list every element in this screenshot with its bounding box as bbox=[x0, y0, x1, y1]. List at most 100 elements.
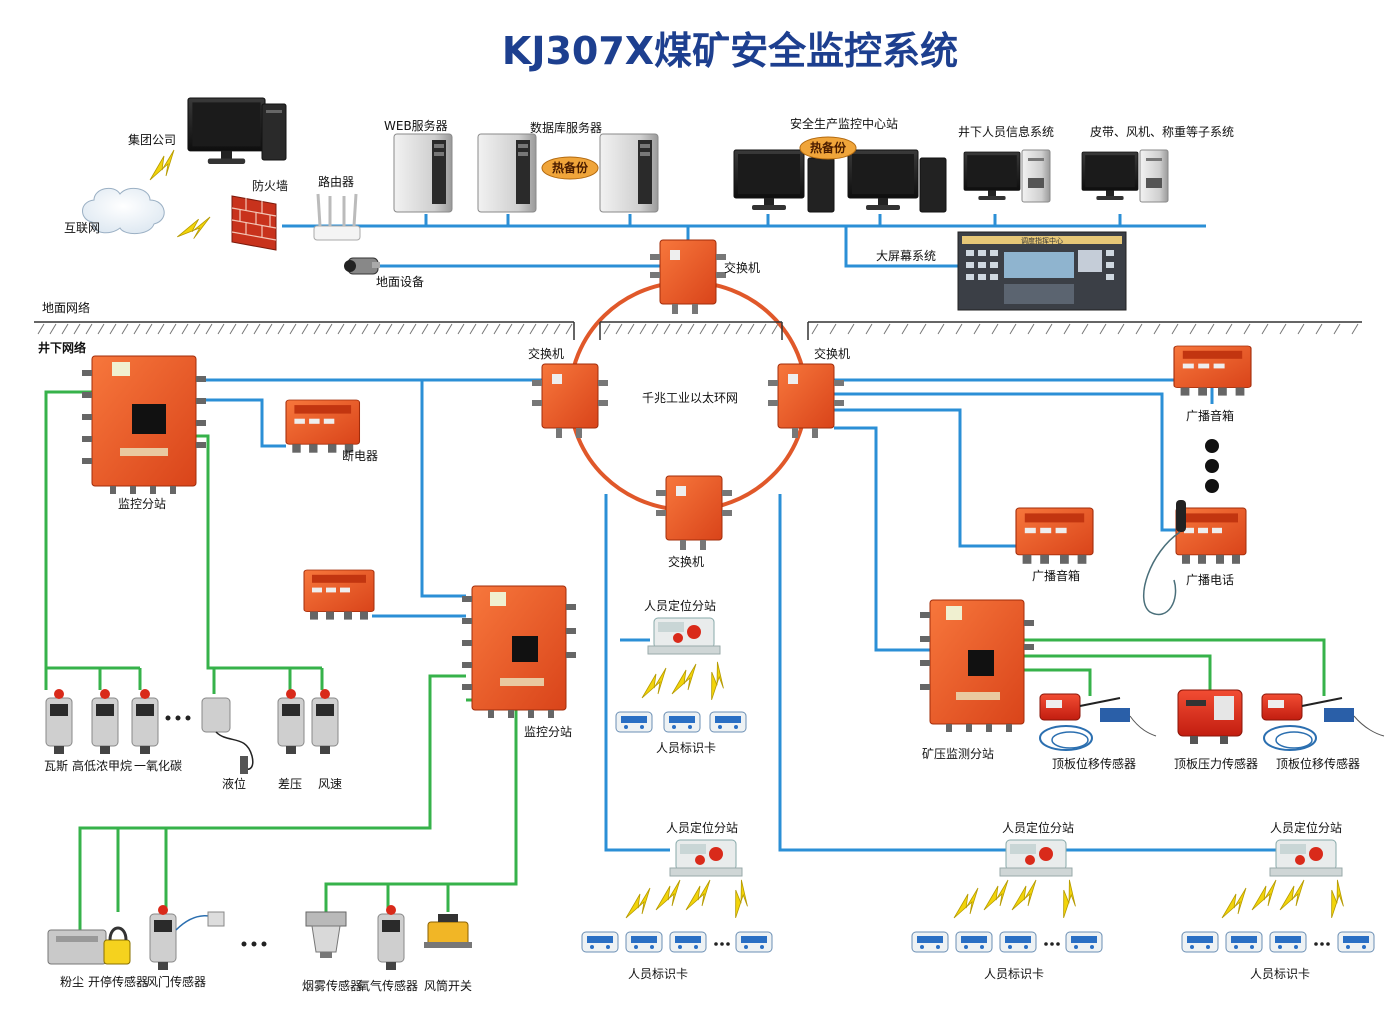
personnel-station-1 bbox=[615, 617, 747, 733]
big-screen-header: 调度指挥中心 bbox=[1021, 236, 1063, 245]
firewall-icon bbox=[231, 195, 277, 251]
router-label: 路由器 bbox=[318, 174, 354, 189]
roof-displacement-sensor-2 bbox=[1261, 693, 1385, 751]
hot-backup-badge-2: 热备份 bbox=[799, 136, 857, 160]
open-stop-sensor bbox=[103, 926, 131, 965]
subsystems-pc bbox=[1081, 149, 1169, 203]
breaker-label: 断电器 bbox=[342, 448, 378, 463]
switch-right-label: 交换机 bbox=[814, 346, 850, 361]
smoke-sensor bbox=[305, 911, 347, 958]
broadcast-box-1-label: 广播音箱 bbox=[1186, 408, 1234, 423]
control-center-label: 安全生产监控中心站 bbox=[790, 116, 898, 131]
personnel-card-2-label: 人员标识卡 bbox=[628, 967, 688, 981]
personnel-system-label: 井下人员信息系统 bbox=[958, 124, 1054, 139]
monitoring-substation-2 bbox=[462, 585, 576, 718]
personnel-card-1-label: 人员标识卡 bbox=[656, 741, 716, 755]
duct-switch bbox=[424, 914, 472, 948]
db-server-icon-1 bbox=[477, 133, 537, 213]
sensor-row-2 bbox=[47, 904, 472, 971]
broadcast-phone bbox=[1142, 500, 1247, 616]
svg-text:风速: 风速 bbox=[318, 777, 342, 791]
underground-network-label: 井下网络 bbox=[38, 340, 86, 355]
internet-link-bolt bbox=[149, 149, 175, 181]
underground-green-lines bbox=[44, 390, 1326, 930]
air-door-sensor bbox=[149, 904, 225, 971]
surface-network-label: 地面网络 bbox=[42, 300, 90, 315]
svg-text:开停传感器: 开停传感器 bbox=[88, 974, 148, 989]
page-title: KJ307X煤矿安全监控系统 bbox=[502, 29, 958, 73]
personnel-card-3-label: 人员标识卡 bbox=[984, 967, 1044, 981]
personnel-station-3-label: 人员定位分站 bbox=[1002, 820, 1074, 835]
boundary-hatch bbox=[37, 323, 1359, 335]
roof-pressure-sensor bbox=[1177, 689, 1243, 744]
db-server-icon-2 bbox=[599, 133, 659, 213]
personnel-card-4-label: 人员标识卡 bbox=[1250, 967, 1310, 981]
web-server-label: WEB服务器 bbox=[384, 118, 448, 133]
router-icon bbox=[313, 193, 361, 241]
more-dots bbox=[1205, 439, 1219, 493]
switch-right bbox=[768, 363, 844, 438]
broadcast-box-2 bbox=[1015, 507, 1094, 565]
svg-text:一氧化碳: 一氧化碳 bbox=[134, 759, 182, 773]
svg-text:风筒开关: 风筒开关 bbox=[424, 978, 472, 993]
big-screen-icon: 调度指挥中心 bbox=[957, 231, 1127, 311]
broadcast-phone-label: 广播电话 bbox=[1186, 573, 1234, 587]
svg-text:液位: 液位 bbox=[222, 776, 246, 791]
switch-left-label: 交换机 bbox=[528, 346, 564, 361]
control-center-pc-2 bbox=[847, 149, 947, 213]
surface-backbone bbox=[282, 214, 1206, 268]
svg-text:高低浓甲烷: 高低浓甲烷 bbox=[72, 758, 132, 773]
svg-text:烟雾传感器: 烟雾传感器 bbox=[302, 978, 362, 993]
svg-text:瓦斯: 瓦斯 bbox=[44, 759, 68, 773]
network-boundary bbox=[34, 321, 1362, 340]
switch-left bbox=[532, 363, 608, 438]
personnel-station-3 bbox=[911, 839, 1103, 953]
sensor-row-2-labels: 粉尘 开停传感器 风门传感器 烟雾传感器 氧气传感器 风筒开关 bbox=[60, 974, 472, 993]
pressure-substation-label: 矿压监测分站 bbox=[922, 747, 994, 761]
internet-label: 互联网 bbox=[64, 221, 100, 235]
control-center-pc-1 bbox=[733, 149, 835, 213]
underground-blue-lines bbox=[196, 378, 1276, 852]
personnel-station-2 bbox=[581, 839, 773, 953]
ring-label: 千兆工业以太环网 bbox=[642, 390, 738, 405]
breaker-icon bbox=[285, 399, 361, 454]
firewall-label: 防火墙 bbox=[252, 178, 288, 193]
personnel-station-2-label: 人员定位分站 bbox=[666, 820, 738, 835]
sensor-row-1-labels: 瓦斯 高低浓甲烷 一氧化碳 液位 差压 风速 bbox=[44, 758, 342, 791]
substation-2-label: 监控分站 bbox=[524, 725, 572, 739]
liquid-level-sensor bbox=[201, 697, 254, 774]
firewall-link-bolt bbox=[176, 208, 211, 246]
oxygen-sensor bbox=[377, 904, 405, 971]
ground-device-label: 地面设备 bbox=[376, 275, 424, 289]
substation-1-label: 监控分站 bbox=[118, 497, 166, 511]
breaker-icon-2 bbox=[303, 569, 375, 621]
svg-text:粉尘: 粉尘 bbox=[60, 975, 84, 989]
sensor-row-1 bbox=[45, 688, 339, 774]
roof-displacement-2-label: 顶板位移传感器 bbox=[1276, 756, 1360, 771]
ground-camera-icon bbox=[344, 257, 380, 275]
broadcast-box-2-label: 广播音箱 bbox=[1032, 568, 1080, 583]
svg-text:差压: 差压 bbox=[278, 777, 302, 791]
pressure-substation bbox=[920, 599, 1034, 732]
personnel-system-pc bbox=[963, 149, 1051, 203]
roof-displacement-sensor-1 bbox=[1039, 693, 1157, 751]
subsystems-label: 皮带、风机、称重等子系统 bbox=[1090, 125, 1234, 139]
switch-top-label: 交换机 bbox=[724, 260, 760, 275]
db-server-label: 数据库服务器 bbox=[530, 120, 602, 135]
group-company-label: 集团公司 bbox=[128, 132, 176, 147]
dust-sensor bbox=[47, 929, 107, 965]
switch-bottom-label: 交换机 bbox=[668, 554, 704, 569]
switch-bottom bbox=[656, 475, 732, 550]
group-company-pc bbox=[187, 97, 287, 165]
internet-cloud-icon bbox=[82, 187, 165, 234]
personnel-station-1-label: 人员定位分站 bbox=[644, 598, 716, 613]
svg-text:热备份: 热备份 bbox=[552, 160, 589, 175]
hot-backup-badge-1: 热备份 bbox=[541, 156, 599, 180]
roof-displacement-1-label: 顶板位移传感器 bbox=[1052, 756, 1136, 771]
personnel-station-4 bbox=[1181, 839, 1375, 953]
switch-top bbox=[650, 239, 726, 314]
svg-text:热备份: 热备份 bbox=[810, 140, 847, 155]
big-screen-label: 大屏幕系统 bbox=[876, 249, 936, 263]
web-server-icon bbox=[393, 133, 453, 213]
